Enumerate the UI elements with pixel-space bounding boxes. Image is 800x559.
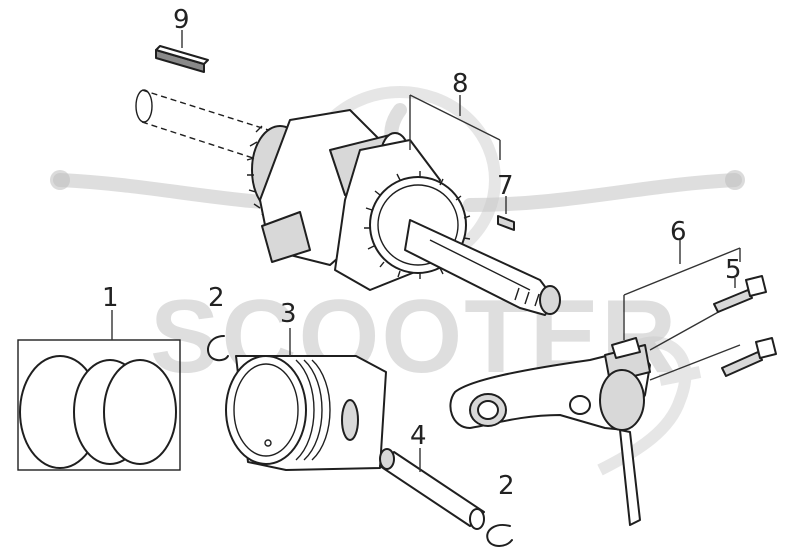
piston-rings-part-1 bbox=[17, 310, 181, 471]
callout-2-bottom: 2 bbox=[498, 471, 515, 501]
connecting-rod-part-6 bbox=[449, 240, 741, 526]
woodruff-key-part-7 bbox=[497, 196, 515, 231]
callout-3: 3 bbox=[280, 299, 297, 329]
piston-pin-part-4 bbox=[379, 448, 485, 530]
callout-4: 4 bbox=[410, 421, 427, 451]
circlip-part-2-top bbox=[207, 335, 229, 362]
callout-6: 6 bbox=[670, 217, 687, 247]
circlip-part-2-bottom bbox=[486, 524, 513, 547]
key-part-9 bbox=[155, 30, 209, 73]
bolts-part-5 bbox=[713, 275, 777, 377]
crankshaft-part-8 bbox=[135, 89, 561, 316]
callout-9: 9 bbox=[173, 5, 190, 35]
callout-2-top: 2 bbox=[208, 283, 225, 313]
callout-1: 1 bbox=[102, 283, 119, 313]
callout-8: 8 bbox=[452, 69, 469, 99]
piston-part-3 bbox=[225, 328, 387, 471]
callout-7: 7 bbox=[497, 171, 514, 201]
callout-5: 5 bbox=[725, 255, 742, 285]
